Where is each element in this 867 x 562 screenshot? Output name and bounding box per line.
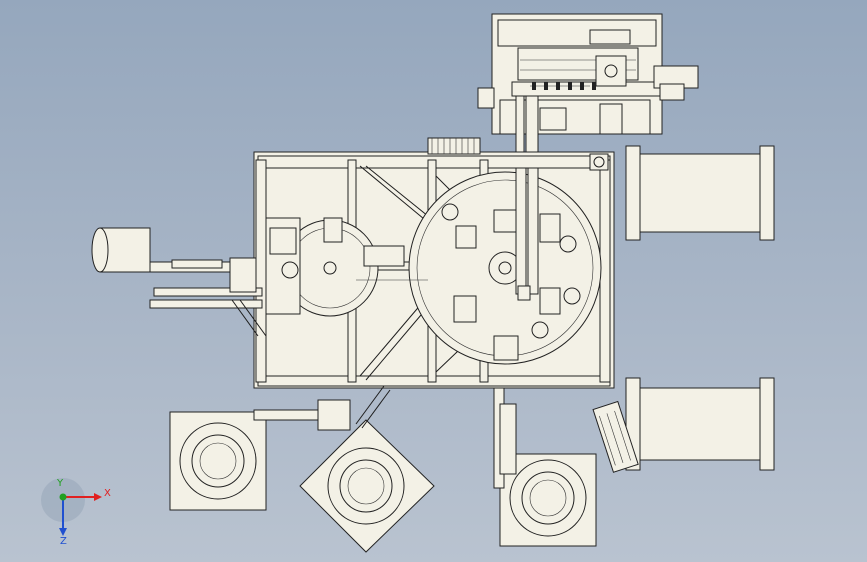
z-axis-label: Z <box>60 536 67 547</box>
y-axis-label: Y <box>57 478 64 489</box>
bowl-feeder-left <box>169 399 351 511</box>
rotary-table <box>408 167 602 365</box>
bowl-feeder-right <box>493 387 597 547</box>
x-axis-label: X <box>104 488 111 499</box>
bowl-feeder-center <box>299 385 435 553</box>
left-turntable <box>265 217 428 317</box>
coordinate-triad <box>41 478 102 536</box>
right-lower-plate <box>592 377 775 473</box>
right-upper-plate <box>625 145 775 241</box>
left-cylinder-feeder <box>91 227 267 337</box>
top-feeder-unit <box>477 13 699 163</box>
